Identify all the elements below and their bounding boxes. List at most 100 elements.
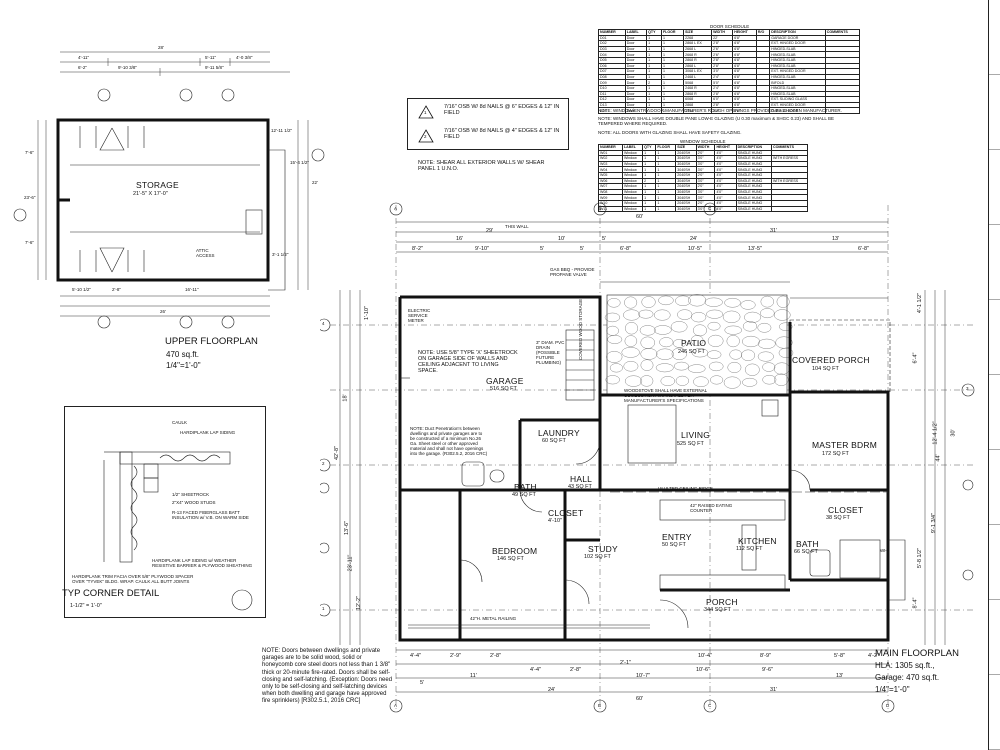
main-dim-bottom: 2'-1" [620,660,631,666]
flagstone-shape [693,376,709,387]
room-porch: PORCH [706,597,738,607]
main-plan-title: MAIN FLOORPLAN [875,648,959,659]
title-block-strip [988,0,1000,750]
main-dim-bottom: 11' [470,673,477,679]
flagstone-shape [660,376,675,386]
upper-floorplan-drawing [13,51,325,329]
flagstone-shape [740,300,756,310]
main-dim-top: 13' [832,236,840,242]
vaulted-ridge-label: VAULTED CEILING RIDGE [658,486,713,491]
flagstone-shape [742,335,760,348]
upper-dim-left: 7'-6" [25,150,34,155]
schedule-cell [824,62,861,70]
flagstone-shape [709,361,724,372]
flagstone-shape [774,309,791,321]
title-block-cell [989,0,1000,75]
flagstone-shape [779,322,793,331]
main-dim-right: 8'-4" [912,597,919,609]
room-entry: ENTRY [662,532,692,542]
shear-tag-1: 1 [424,110,427,115]
door-schedule-table: NUMBER LABEL QTY FLOOR SIZE WIDTH HEIGHT… [598,29,861,114]
upper-dim-top: 4'-11" [78,55,90,60]
detail-note-studs: 2"X4" WOOD STUDS [172,500,216,505]
schedule-cell [755,107,771,114]
title-block-cell [989,75,1000,150]
room-entry-size: 50 SQ FT [662,542,686,548]
schedule-cell [755,73,771,81]
main-dim-top-total: 60' [636,214,644,220]
room-bath-2-size: 66 SQ FT [794,549,818,555]
room-covered-porch-size: 104 SQ FT [812,366,839,372]
upper-dim-top: 4'-0 3/8" [236,55,253,60]
flagstone-shape [774,373,789,386]
shear-tag-1-icon [418,105,434,119]
schedule-cell: Door [624,90,648,98]
room-bath-2: BATH [796,539,819,549]
flagstone-shape [639,325,656,336]
shear-note-1: 7/16" OSB W/ 8d NAILS @ 6" EDGES & 12" I… [444,104,560,116]
flagstone-shape [727,362,742,373]
upper-dim-bottom: 5'-10 1/2" [72,287,91,292]
flagstone-shape [707,321,721,331]
main-dim-bottom: 10'-6" [696,667,711,673]
flagstone-shape [624,335,638,347]
schedule-cell: Door [624,79,648,86]
schedule-cell: 1 [660,107,685,114]
flagstone-shape [605,375,620,385]
flagstone-shape [762,375,777,385]
flagstone-shape [757,323,772,333]
main-dim-left: 1'-10" [364,305,371,321]
room-bath-1: BATH [514,482,537,492]
room-laundry-size: 60 SQ FT [542,438,566,444]
schedule-cell [755,84,771,92]
upper-dim-right: 15'-4 1/2" [290,160,309,165]
metal-railing-label: 42"H. METAL RAILING [470,616,517,621]
main-dim-right: 5'-8 1/2" [917,547,924,569]
detail-note-wrb: HARDIPLANK LAP SIDING w/ WEATHER RESISTI… [152,558,253,568]
room-study: STUDY [588,544,618,554]
flagstone-shape [707,334,724,347]
room-closet-1-size: 4'-10" [548,518,563,524]
window-schedule-header: NUMBER LABEL QTY FLOOR SIZE WIDTH HEIGHT… [598,144,808,151]
schedule-cell [824,101,861,109]
upper-dim-bottom: 2'-8" [112,287,121,292]
flagstone-shape [623,309,641,321]
room-patio-size: 246 SQ FT [678,349,705,355]
glazing-note-1: NOTE: WINDOW/ENTRY DOOR MANUFACTURER'S R… [598,108,842,113]
flagstone-shape [655,363,674,373]
duct-note: NOTE: Duct Penetration's between dwellin… [410,426,488,456]
schedule-cell: 1 [660,84,685,92]
schedule-cell: Door [624,101,648,109]
title-block-cell [989,150,1000,225]
schedule-cell: 2'4" [711,84,734,92]
flagstone-shape [741,349,755,361]
flagstone-shape [658,295,674,306]
main-dim-top: 8'-2" [412,246,423,252]
schedule-cell [824,96,861,103]
main-dim-top: 9'-10" [475,246,490,252]
schedule-cell [755,79,771,86]
corner-detail-box [64,406,266,618]
flagstone-shape [659,337,674,348]
flagstone-shape [623,361,639,372]
room-bedroom: BEDROOM [492,546,538,556]
upper-room-storage: STORAGE [136,180,179,190]
schedule-cell: Door [624,62,648,70]
schedule-cell: 3'0" [711,107,734,114]
grid-label-b-bottom: B [598,703,602,708]
flagstone-shape [742,377,758,387]
shear-tag-2-icon [418,129,434,143]
main-dim-bottom: 24' [548,687,556,693]
title-block-cell [989,375,1000,450]
schedule-cell: 1 [660,79,685,86]
corner-detail-drawing [103,451,253,611]
flagstone-shape [604,312,621,323]
main-dim-left: 18' [342,394,349,402]
flagstone-shape [729,349,743,360]
